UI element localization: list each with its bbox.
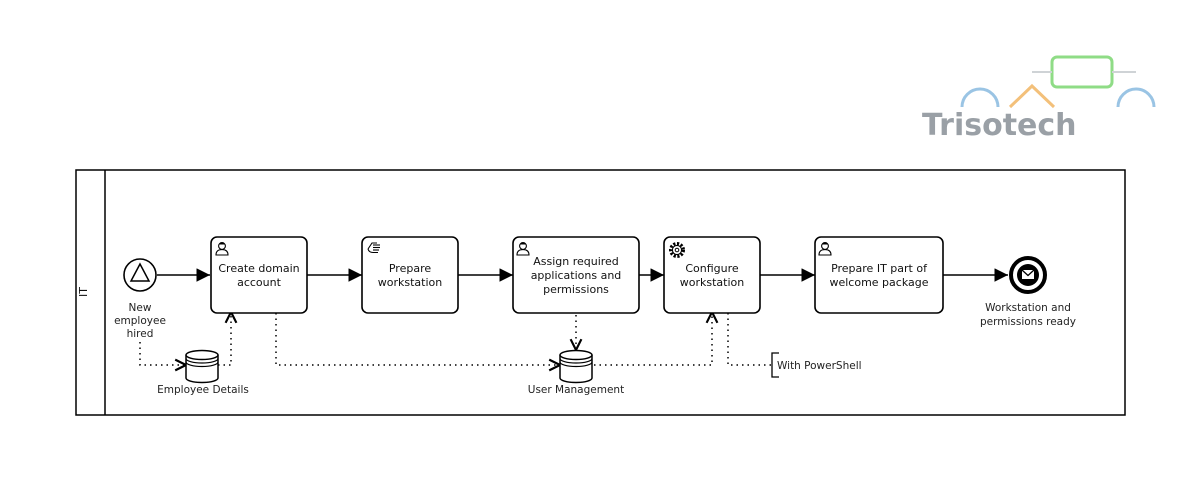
logo-arc-left [960, 87, 1000, 108]
task-box[interactable] [512, 236, 640, 314]
task-box[interactable] [663, 236, 761, 314]
triangle-signal-icon [129, 262, 151, 282]
pool: IT [75, 169, 1126, 416]
task-configure-workstation[interactable]: Configure workstation [663, 236, 761, 314]
annotation-text: With PowerShell [777, 360, 862, 372]
user-icon [516, 242, 530, 256]
assoc-user-management-to-configure [594, 312, 712, 366]
end-event[interactable]: Workstation and permissions ready [980, 256, 1076, 328]
task-box[interactable] [814, 236, 944, 314]
task-assign-applications[interactable]: Assign required applications and permiss… [512, 236, 640, 314]
task-label-line-2: welcome package [829, 276, 928, 289]
text-annotation[interactable]: With PowerShell [771, 352, 862, 378]
logo-wordmark: Trisotech [922, 108, 1077, 143]
task-box[interactable] [361, 236, 459, 314]
envelope-flap [1021, 269, 1035, 277]
datastore-label: User Management [528, 384, 624, 396]
datastore-employee-details[interactable]: Employee Details [157, 349, 249, 397]
task-label-line-1: Prepare IT part of [831, 262, 928, 275]
task-label-line-3: permissions [543, 283, 609, 296]
gear-icon [669, 242, 685, 258]
start-event-label-line-3: hired [127, 328, 154, 340]
assoc-configure-to-annotation [727, 313, 772, 366]
logo-arc-right [1116, 87, 1156, 108]
start-event-label-line-1: New [129, 302, 152, 314]
annotation-bracket [771, 352, 779, 378]
assoc-create-to-user-management [275, 313, 560, 365]
assoc-employee-details-to-create [218, 312, 231, 366]
task-label-line-2: applications and [531, 269, 622, 282]
datastore-label: Employee Details [157, 384, 249, 396]
task-label-line-2: workstation [378, 276, 443, 289]
task-label-line-1: Assign required [533, 255, 619, 268]
task-label-line-1: Prepare [389, 262, 431, 275]
start-event-circle[interactable] [123, 258, 157, 292]
user-icon [215, 242, 229, 256]
task-box[interactable] [210, 236, 308, 314]
task-label-line-2: workstation [680, 276, 745, 289]
envelope-body [1022, 270, 1034, 279]
datastore-ring [559, 358, 593, 364]
task-prepare-workstation[interactable]: Prepare workstation [361, 236, 459, 314]
start-event-label-line-2: employee [114, 315, 166, 327]
datastore-ring [559, 361, 593, 368]
data-associations [139, 312, 772, 366]
end-event-label-line-1: Workstation and [985, 302, 1071, 314]
logo-chevron [1008, 83, 1056, 109]
datastore-top [185, 349, 219, 361]
end-event-label-line-2: permissions ready [980, 316, 1076, 328]
task-label-line-1: Create domain [218, 262, 299, 275]
task-label-line-1: Configure [685, 262, 739, 275]
assoc-start-to-employee-details [139, 342, 186, 365]
datastore-ring [185, 358, 219, 364]
datastore-ring [185, 361, 219, 368]
hand-icon [367, 242, 380, 254]
trisotech-logo: Trisotech [922, 55, 1156, 143]
task-prepare-it-welcome[interactable]: Prepare IT part of welcome package [814, 236, 944, 314]
task-create-domain-account[interactable]: Create domain account [210, 236, 308, 314]
logo-green-box [1050, 55, 1114, 89]
pool-border [75, 169, 1126, 416]
task-label-line-2: account [237, 276, 282, 289]
user-icon [818, 242, 832, 256]
datastore-user-management[interactable]: User Management [528, 349, 624, 397]
datastore-top [559, 349, 593, 361]
envelope-icon [1021, 269, 1035, 279]
lane-label: IT [77, 287, 90, 297]
start-event[interactable]: New employee hired [114, 258, 166, 340]
